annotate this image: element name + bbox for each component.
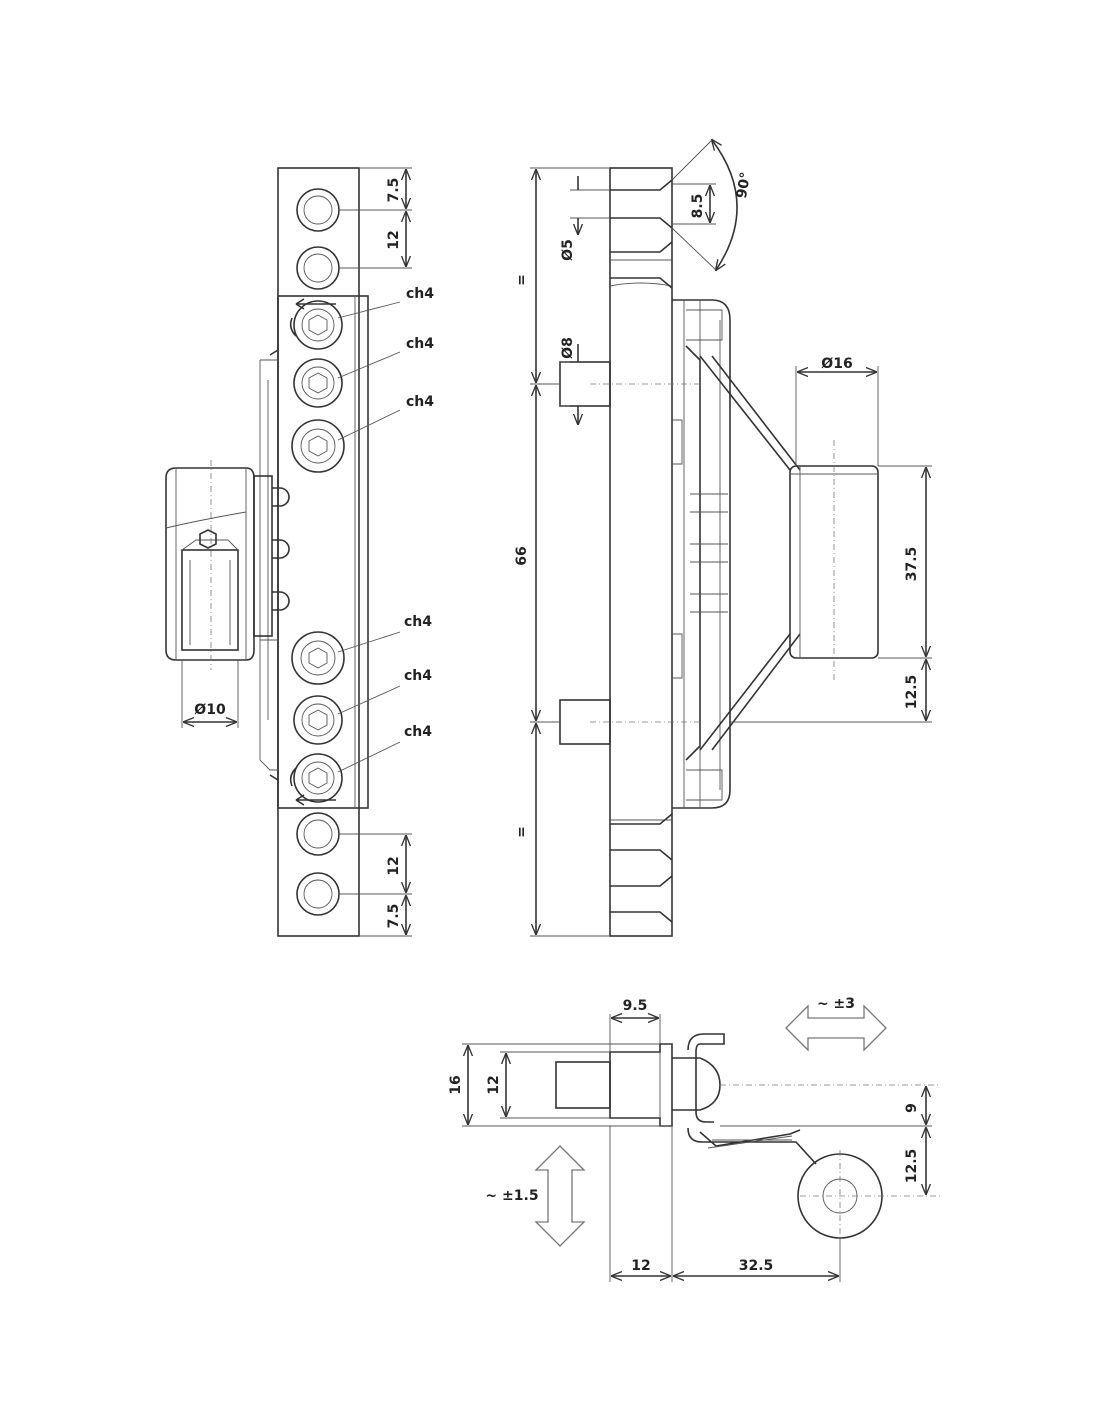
callout-ch4-1: ch4: [406, 286, 434, 302]
countersinks: [610, 179, 673, 923]
diameter-pin: Ø10: [194, 702, 226, 718]
plate-holes: [296, 188, 340, 916]
adjust-vertical-label: ~ ±1.5: [485, 1188, 538, 1204]
peg-top: [555, 1061, 611, 1109]
base-block: [609, 1043, 673, 1127]
dim-outer: 16: [448, 1075, 464, 1094]
adjust-horizontal-label: ~ ±3: [817, 996, 855, 1012]
peg-lower: [559, 699, 611, 745]
side-plate: [609, 167, 673, 937]
dim-bottom-1: 12: [386, 856, 402, 875]
angle-label: 90°: [734, 171, 754, 200]
clip: [687, 1033, 725, 1123]
adjust-vertical-icon: [534, 1145, 586, 1247]
equal-bottom: =: [514, 826, 530, 838]
callout-ch4-3: ch4: [406, 394, 434, 410]
side-view: [530, 140, 932, 937]
diameter-roller: Ø16: [821, 356, 852, 372]
dim-top-1: 7.5: [386, 178, 402, 203]
rotate-arrow-icon: [289, 298, 336, 337]
roller-offset: 12.5: [904, 675, 920, 710]
roller-height: 37.5: [904, 547, 920, 582]
diameter-peg: Ø8: [560, 337, 576, 359]
dim-countersink: 8.5: [690, 194, 706, 219]
top-view: [462, 1004, 940, 1282]
dim-top-2: 12: [386, 230, 402, 249]
mounting-plate: [277, 167, 360, 937]
rotate-arrow-icon: [289, 767, 336, 806]
overall-height: 66: [514, 546, 530, 565]
callout-ch4-2: ch4: [406, 336, 434, 352]
adjust-horizontal-icon: [785, 1004, 887, 1052]
diameter-hole: Ø5: [560, 239, 576, 261]
equal-top: =: [514, 274, 530, 286]
callout-ch4-5: ch4: [404, 668, 432, 684]
callout-ch4-6: ch4: [404, 724, 432, 740]
pin-cylinder: [165, 460, 290, 670]
dim-inner: 12: [486, 1075, 502, 1094]
front-view: [165, 167, 412, 937]
peg-upper: [559, 361, 611, 407]
body-frame: [277, 295, 369, 809]
dim-width: 9.5: [623, 998, 648, 1014]
callout-ch4-4: ch4: [404, 614, 432, 630]
dim-right-top: 9: [904, 1103, 920, 1113]
dim-base-left: 12: [631, 1258, 650, 1274]
top-dimensions: [462, 1014, 932, 1282]
housing: [672, 299, 731, 809]
hex-screws: [291, 300, 345, 803]
arm: [699, 355, 801, 751]
dim-right-bottom: 12.5: [904, 1149, 920, 1184]
side-dimensions: [530, 140, 932, 937]
dim-base-right: 32.5: [739, 1258, 774, 1274]
dim-bottom-2: 7.5: [386, 904, 402, 929]
left-dimensions: [181, 167, 412, 937]
callout-leaders: [337, 301, 401, 773]
